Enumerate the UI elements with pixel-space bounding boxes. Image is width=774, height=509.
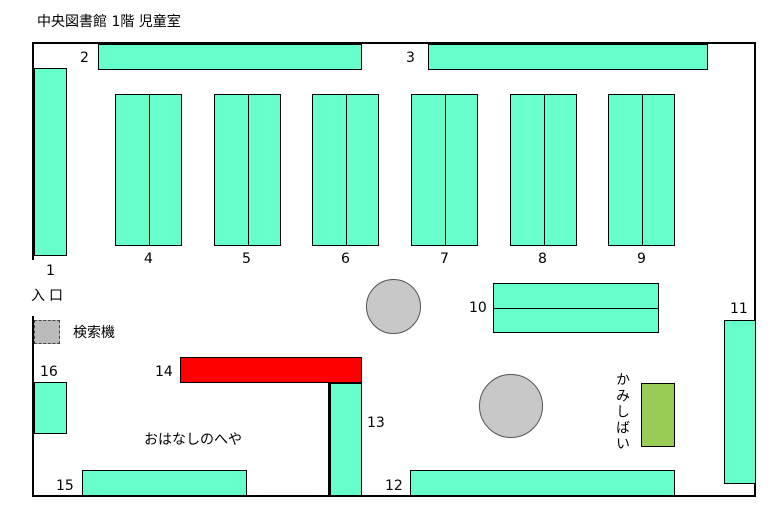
search-terminal-label: 検索機	[73, 325, 115, 341]
shelf-13[interactable]	[330, 383, 362, 496]
round-table	[366, 279, 421, 334]
shelf-12-label: 12	[385, 478, 403, 494]
entrance-label: 入口	[31, 288, 67, 304]
shelf-divider	[494, 308, 658, 309]
kamishibai-stand[interactable]	[641, 383, 675, 447]
shelf-3[interactable]	[428, 44, 708, 70]
shelf-divider	[345, 95, 347, 245]
shelf-8[interactable]	[510, 94, 577, 246]
entrance-opening	[30, 260, 36, 316]
shelf-divider	[444, 95, 446, 245]
shelf-divider	[247, 95, 249, 245]
shelf-14[interactable]	[180, 357, 362, 383]
shelf-15-label: 15	[56, 478, 74, 494]
shelf-5[interactable]	[214, 94, 281, 246]
shelf-11[interactable]	[724, 320, 756, 484]
shelf-7-label: 7	[440, 251, 449, 267]
search-terminal-icon[interactable]	[34, 320, 60, 344]
kamishibai-label: かみしばい	[614, 372, 630, 452]
story-room-wall	[328, 383, 330, 496]
shelf-divider	[543, 95, 545, 245]
shelf-2-label: 2	[80, 50, 89, 66]
shelf-divider	[641, 95, 643, 245]
shelf-15[interactable]	[82, 470, 247, 496]
shelf-1[interactable]	[34, 68, 67, 256]
shelf-16[interactable]	[34, 382, 67, 434]
shelf-4-label: 4	[144, 251, 153, 267]
shelf-2[interactable]	[98, 44, 362, 70]
map-title: 中央図書館 1階 児童室	[37, 14, 181, 30]
shelf-1-label: 1	[46, 263, 55, 279]
shelf-divider	[148, 95, 150, 245]
shelf-4[interactable]	[115, 94, 182, 246]
round-table	[479, 374, 543, 438]
shelf-10[interactable]	[493, 283, 659, 333]
shelf-10-label: 10	[469, 300, 487, 316]
shelf-16-label: 16	[40, 364, 58, 380]
shelf-5-label: 5	[242, 251, 251, 267]
story-room-label: おはなしのへや	[144, 432, 242, 448]
shelf-7[interactable]	[411, 94, 478, 246]
shelf-6[interactable]	[312, 94, 379, 246]
shelf-6-label: 6	[341, 251, 350, 267]
shelf-8-label: 8	[538, 251, 547, 267]
shelf-12[interactable]	[410, 470, 675, 496]
shelf-14-label: 14	[155, 364, 173, 380]
shelf-11-label: 11	[730, 301, 748, 317]
shelf-9[interactable]	[608, 94, 675, 246]
shelf-9-label: 9	[637, 251, 646, 267]
shelf-13-label: 13	[367, 415, 385, 431]
shelf-3-label: 3	[406, 50, 415, 66]
